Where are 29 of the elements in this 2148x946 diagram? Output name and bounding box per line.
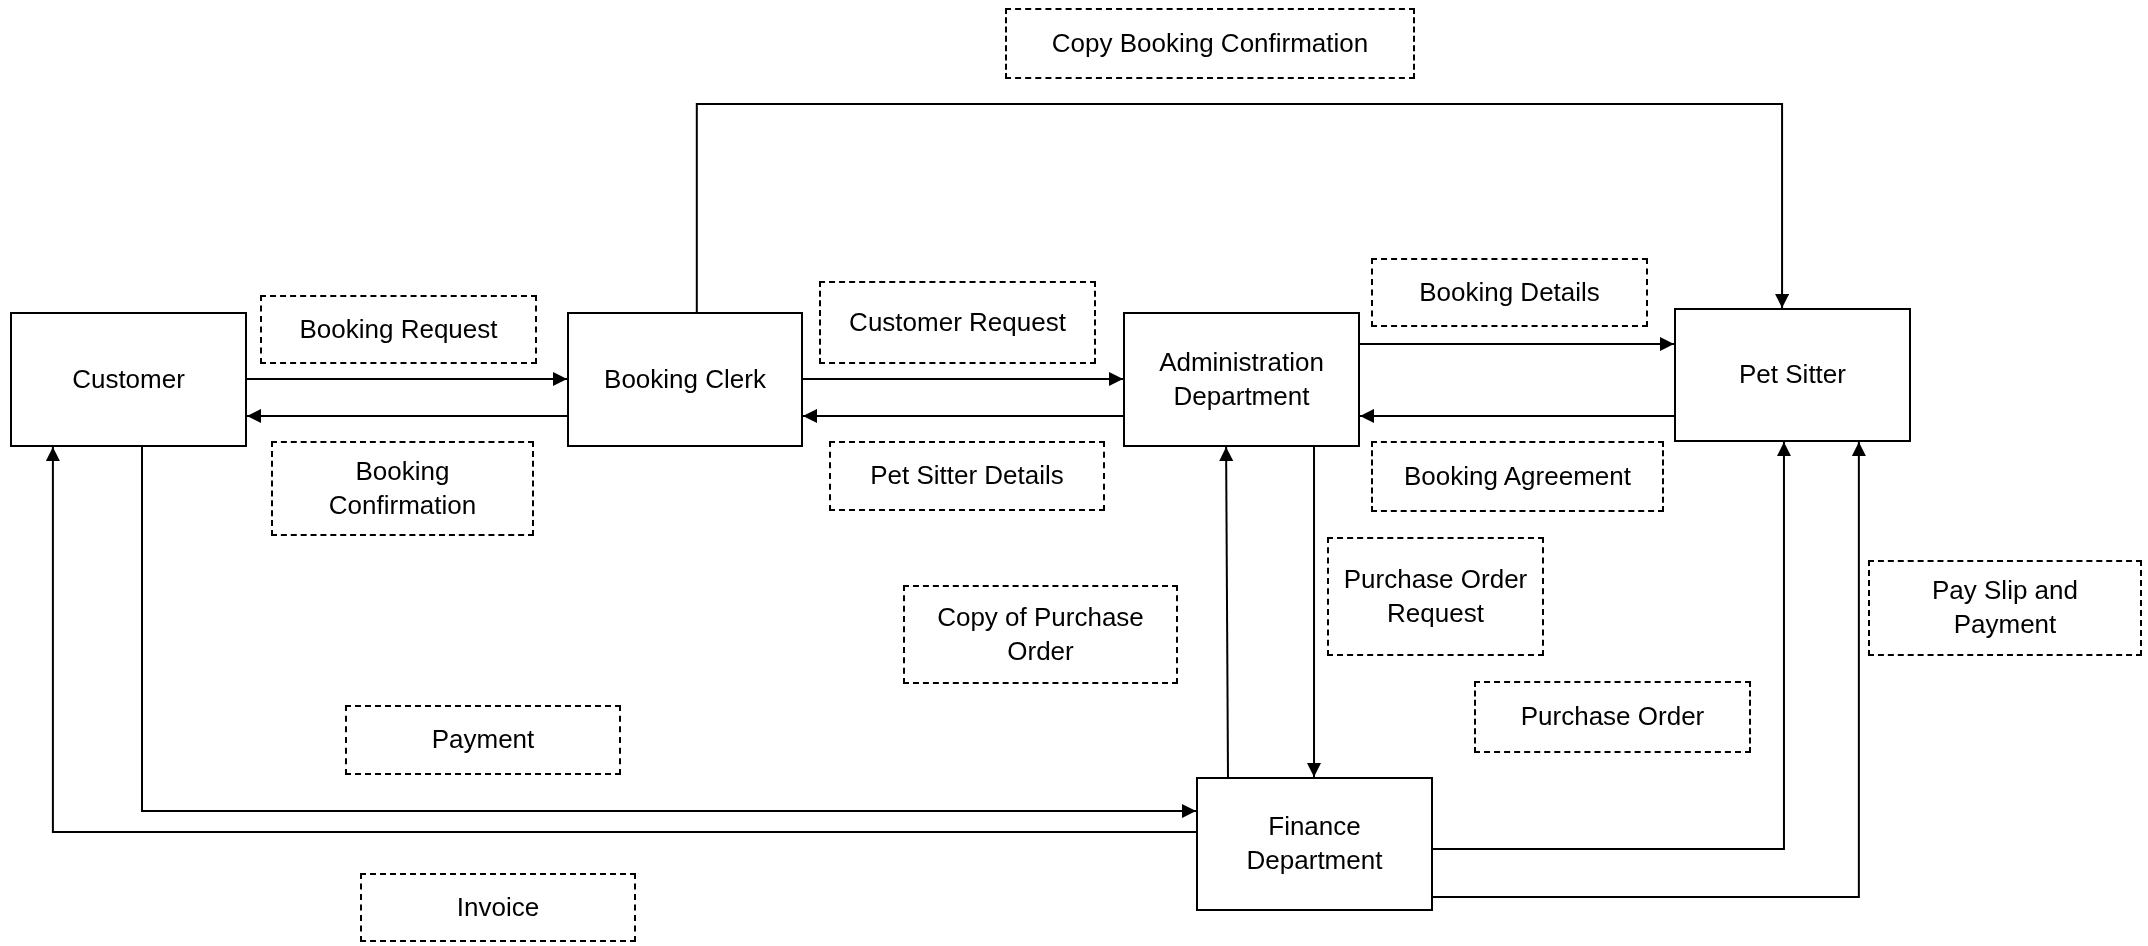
arrow [1432, 441, 1866, 899]
data-label-box: Booking Agreement [1371, 441, 1664, 512]
arrow [802, 408, 1124, 423]
arrow [1359, 337, 1675, 352]
arrow [246, 408, 568, 423]
process-box: Booking Clerk [567, 312, 803, 447]
arrow [1432, 441, 1791, 850]
arrow [1307, 446, 1322, 778]
process-box: Finance Department [1196, 777, 1433, 911]
arrow [1359, 408, 1675, 423]
data-label-box: Booking Request [260, 295, 537, 364]
data-label-box: Copy Booking Confirmation [1005, 8, 1415, 79]
data-label-box: Customer Request [819, 281, 1096, 364]
data-label-box: Booking Confirmation [271, 441, 534, 536]
arrow [695, 103, 1790, 313]
arrow [1219, 446, 1234, 778]
data-label-box: Invoice [360, 873, 636, 942]
process-box: Administration Department [1123, 312, 1360, 447]
data-label-box: Booking Details [1371, 258, 1648, 327]
data-label-box: Copy of Purchase Order [903, 585, 1178, 684]
data-label-box: Pet Sitter Details [829, 441, 1105, 511]
data-label-box: Payment [345, 705, 621, 775]
data-label-box: Pay Slip and Payment [1868, 560, 2142, 656]
data-label-box: Purchase Order [1474, 681, 1751, 753]
process-box: Pet Sitter [1674, 308, 1911, 442]
process-box: Customer [10, 312, 247, 447]
arrow [802, 371, 1124, 386]
data-label-box: Purchase Order Request [1327, 537, 1544, 656]
arrow [246, 371, 568, 386]
